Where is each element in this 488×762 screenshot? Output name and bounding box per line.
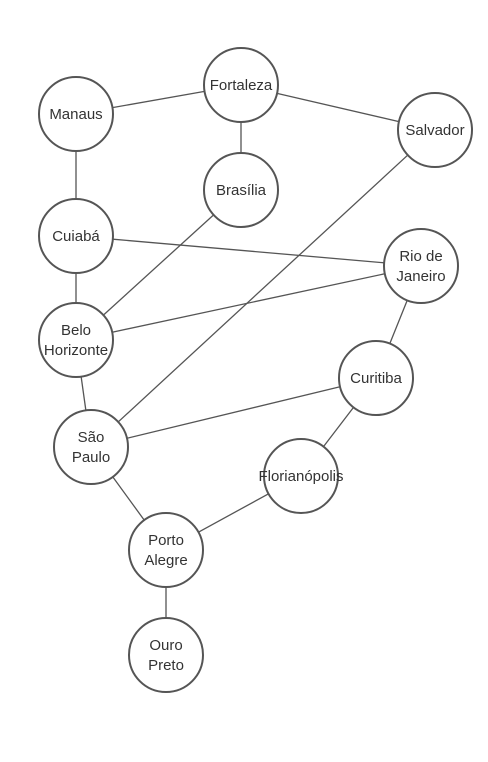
nodes-layer: FortalezaManausSalvadorBrasíliaCuiabáRio…: [38, 47, 473, 693]
node-florianopolis: Florianópolis: [258, 438, 344, 514]
node-label-manaus: Manaus: [49, 106, 102, 123]
edge-saopaulo-curitiba: [126, 386, 341, 439]
node-label-portoalegre: Alegre: [144, 552, 187, 569]
edge-manaus-fortaleza: [112, 90, 205, 109]
node-circle-fortaleza: [203, 47, 279, 123]
node-circle-belo: [38, 302, 114, 378]
edge-belo-brasilia: [102, 214, 215, 316]
node-manaus: Manaus: [38, 76, 114, 152]
node-label-brasilia: Brasília: [216, 182, 267, 199]
edge-portoalegre-florianopolis: [198, 493, 269, 533]
edge-fortaleza-salvador: [276, 92, 400, 123]
node-circle-ouropreto: [128, 617, 204, 693]
node-label-belo: Horizonte: [44, 342, 108, 359]
node-label-fortaleza: Fortaleza: [210, 77, 273, 94]
node-label-saopaulo: São: [78, 429, 105, 446]
edge-rio-curitiba: [389, 300, 408, 344]
node-circle-salvador: [397, 92, 473, 168]
node-circle-cuiaba: [38, 198, 114, 274]
node-label-ouropreto: Preto: [148, 657, 184, 674]
edges-layer: [75, 90, 409, 618]
node-curitiba: Curitiba: [338, 340, 414, 416]
node-label-belo: Belo: [61, 322, 91, 339]
node-label-saopaulo: Paulo: [72, 449, 110, 466]
edge-cuiaba-rio: [112, 238, 385, 264]
edge-belo-saopaulo: [80, 376, 87, 411]
node-circle-brasilia: [203, 152, 279, 228]
node-circle-saopaulo: [53, 409, 129, 485]
node-cuiaba: Cuiabá: [38, 198, 114, 274]
node-rio: Rio de Janeiro: [383, 228, 459, 304]
node-label-rio: Janeiro: [396, 268, 445, 285]
edge-curitiba-florianopolis: [322, 406, 355, 448]
edge-saopaulo-salvador: [117, 154, 409, 423]
edge-saopaulo-portoalegre: [112, 476, 145, 521]
node-salvador: Salvador: [397, 92, 473, 168]
node-label-ouropreto: Ouro: [149, 637, 182, 654]
node-circle-florianopolis: [263, 438, 339, 514]
node-label-portoalegre: Porto: [148, 532, 184, 549]
node-label-rio: Rio de: [399, 248, 442, 265]
node-label-florianopolis: Florianópolis: [258, 468, 343, 485]
edge-belo-rio: [112, 273, 385, 333]
node-brasilia: Brasília: [203, 152, 279, 228]
node-circle-portoalegre: [128, 512, 204, 588]
node-label-salvador: Salvador: [405, 122, 464, 139]
node-label-curitiba: Curitiba: [350, 370, 402, 387]
node-label-cuiaba: Cuiabá: [52, 228, 100, 245]
node-circle-curitiba: [338, 340, 414, 416]
node-circle-rio: [383, 228, 459, 304]
node-circle-manaus: [38, 76, 114, 152]
node-fortaleza: Fortaleza: [203, 47, 279, 123]
